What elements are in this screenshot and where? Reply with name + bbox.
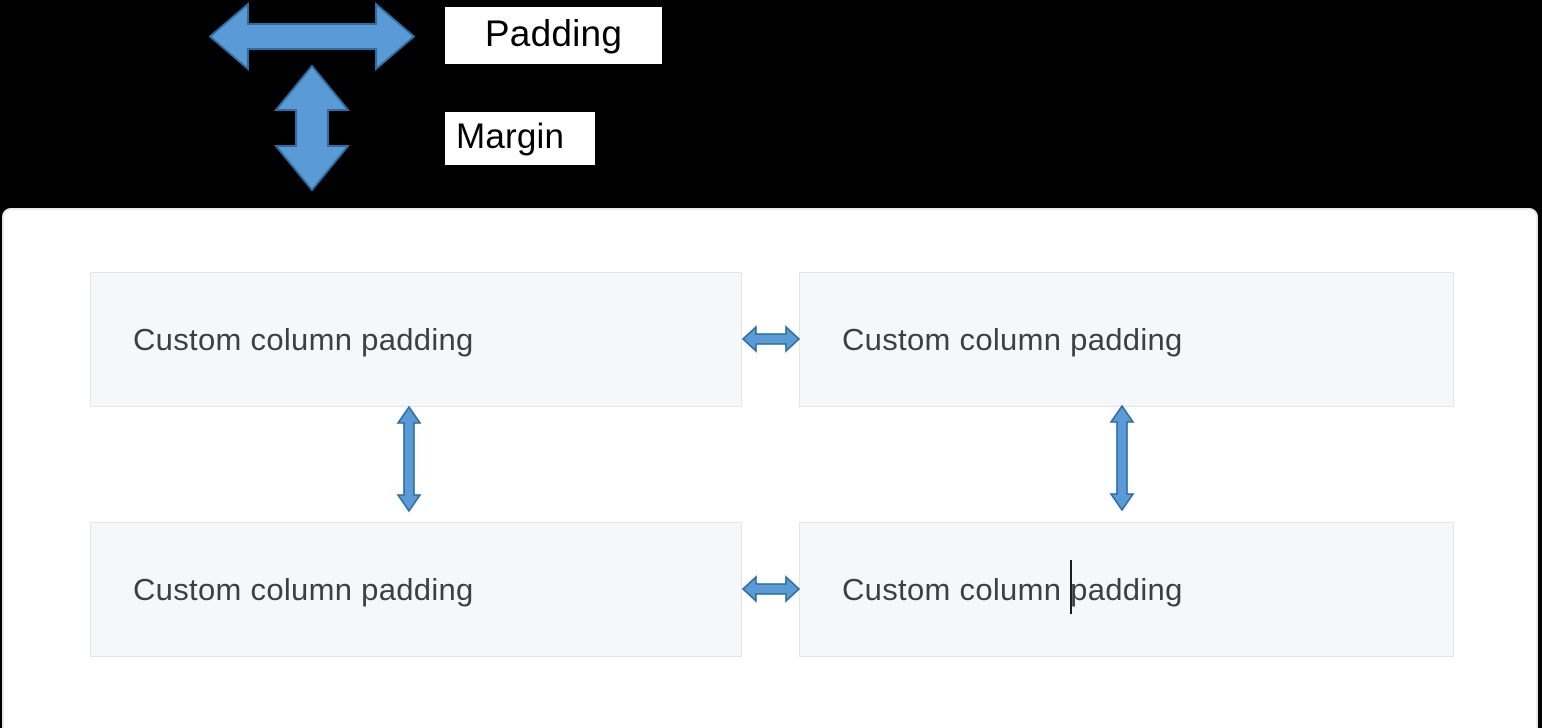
text-caret bbox=[1070, 560, 1073, 614]
preview-card: Custom column padding Custom column padd… bbox=[2, 208, 1538, 728]
column-box-label: Custom column padding bbox=[133, 322, 474, 357]
column-box-top-right[interactable]: Custom column padding bbox=[799, 272, 1454, 407]
margin-legend-tag: Margin bbox=[445, 112, 595, 165]
column-box-label-before-caret: Custom column bbox=[842, 572, 1062, 607]
padding-connector-arrow-top-icon bbox=[741, 325, 801, 353]
column-box-bottom-right[interactable]: Custom column padding bbox=[799, 522, 1454, 657]
padding-legend-tag: Padding bbox=[445, 7, 662, 64]
margin-arrow-icon bbox=[273, 64, 351, 192]
column-box-label: Custom column padding bbox=[842, 322, 1183, 357]
column-box-top-left[interactable]: Custom column padding bbox=[90, 272, 742, 407]
padding-arrow-icon bbox=[208, 1, 416, 72]
margin-connector-arrow-left-icon bbox=[396, 405, 422, 513]
column-box-label-editable[interactable]: Custom column padding bbox=[800, 560, 1183, 614]
column-grid: Custom column padding Custom column padd… bbox=[4, 210, 1536, 728]
column-box-bottom-left[interactable]: Custom column padding bbox=[90, 522, 742, 657]
margin-connector-arrow-right-icon bbox=[1109, 404, 1135, 512]
padding-connector-arrow-bottom-icon bbox=[741, 575, 801, 603]
padding-legend-label: Padding bbox=[484, 13, 623, 54]
margin-legend-label: Margin bbox=[456, 117, 565, 156]
legend-band: Padding Margin bbox=[0, 0, 1542, 206]
column-box-label-after-caret: padding bbox=[1070, 572, 1183, 607]
column-box-label: Custom column padding bbox=[133, 572, 474, 607]
